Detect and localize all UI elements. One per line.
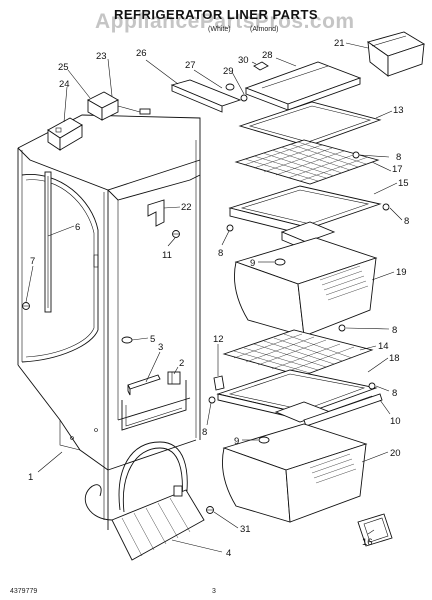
crisper-drawer-upper bbox=[234, 237, 378, 337]
callout-17: 17 bbox=[392, 164, 403, 175]
callout-11: 11 bbox=[162, 250, 172, 261]
callout-5: 5 bbox=[150, 334, 155, 345]
leader-lines bbox=[25, 42, 403, 553]
document-number: 4379779 bbox=[10, 588, 38, 595]
bracket-screw bbox=[172, 230, 180, 238]
light-shield bbox=[170, 79, 242, 113]
callout-16: 16 bbox=[362, 537, 373, 548]
callout-2: 2 bbox=[179, 358, 184, 369]
callout-24: 24 bbox=[59, 79, 70, 90]
shelf-cover bbox=[244, 61, 362, 111]
color-label-almond: (Almond) bbox=[250, 26, 279, 33]
wire-shelf-upper bbox=[234, 139, 380, 185]
callout-3: 3 bbox=[158, 342, 163, 353]
cabinet-liner bbox=[17, 114, 201, 530]
diagram-title: REFRIGERATOR LINER PARTS bbox=[113, 7, 319, 22]
vertical-shelf-rail bbox=[44, 171, 52, 313]
callout-8: 8 bbox=[392, 325, 397, 336]
callout-22: 22 bbox=[181, 202, 192, 213]
liner-plug bbox=[121, 336, 133, 344]
watermark: AppliancePartsPros.com bbox=[95, 10, 355, 33]
callout-13: 13 bbox=[393, 105, 404, 116]
crisper-drawer-lower bbox=[222, 423, 368, 523]
light-bulb bbox=[225, 83, 235, 91]
callout-8: 8 bbox=[396, 152, 401, 163]
control-knob-assembly bbox=[87, 91, 151, 121]
drain-heater bbox=[84, 441, 205, 561]
drain-trough bbox=[127, 374, 161, 396]
callout-26: 26 bbox=[136, 48, 147, 59]
shelf-clip bbox=[208, 396, 216, 404]
heater-screw bbox=[206, 506, 214, 514]
callout-30: 30 bbox=[238, 55, 249, 66]
shelf-clip bbox=[338, 324, 346, 332]
color-label-white: (White) bbox=[208, 26, 231, 33]
callout-8: 8 bbox=[392, 388, 397, 399]
callout-12: 12 bbox=[213, 334, 224, 345]
callout-23: 23 bbox=[96, 51, 107, 62]
page-number: 3 bbox=[212, 588, 216, 595]
top-shelf-frame bbox=[238, 101, 382, 147]
callout-9: 9 bbox=[250, 258, 255, 269]
part-callouts: 1 2 3 4 5 6 7 8 8 8 8 8 8 9 9 10 11 12 1… bbox=[28, 38, 409, 559]
callout-1: 1 bbox=[28, 472, 33, 483]
callout-31: 31 bbox=[240, 524, 251, 535]
callout-7: 7 bbox=[30, 256, 35, 267]
callout-25: 25 bbox=[58, 62, 69, 73]
callout-10: 10 bbox=[390, 416, 401, 427]
callout-21: 21 bbox=[334, 38, 345, 49]
callout-28: 28 bbox=[262, 50, 273, 61]
callout-19: 19 bbox=[396, 267, 407, 278]
side-rail bbox=[213, 375, 225, 391]
shelf-clip bbox=[226, 224, 234, 232]
shelf-clip bbox=[382, 203, 390, 211]
callout-4: 4 bbox=[226, 548, 231, 559]
callout-14: 14 bbox=[378, 341, 389, 352]
callout-15: 15 bbox=[398, 178, 409, 189]
shelf-clip bbox=[368, 382, 376, 390]
callout-18: 18 bbox=[389, 353, 400, 364]
callout-8: 8 bbox=[404, 216, 409, 227]
callout-8: 8 bbox=[202, 427, 207, 438]
callout-9: 9 bbox=[234, 436, 239, 447]
callout-27: 27 bbox=[185, 60, 196, 71]
rail-screw bbox=[22, 302, 30, 310]
drawer-slide bbox=[274, 258, 286, 266]
drawer-slide bbox=[258, 436, 270, 444]
callout-6: 6 bbox=[75, 222, 80, 233]
callout-29: 29 bbox=[223, 66, 234, 77]
cover-clip bbox=[253, 61, 269, 71]
callout-8: 8 bbox=[218, 248, 223, 259]
shelf-clip bbox=[352, 151, 360, 159]
callout-20: 20 bbox=[390, 448, 401, 459]
dairy-bin bbox=[366, 31, 426, 77]
control-housing bbox=[47, 117, 83, 151]
wire-shelf-lower bbox=[222, 329, 374, 377]
literature-card bbox=[357, 513, 393, 547]
drain-clip bbox=[167, 371, 181, 385]
shelf-bracket bbox=[147, 199, 165, 227]
cover-screw bbox=[240, 94, 248, 102]
